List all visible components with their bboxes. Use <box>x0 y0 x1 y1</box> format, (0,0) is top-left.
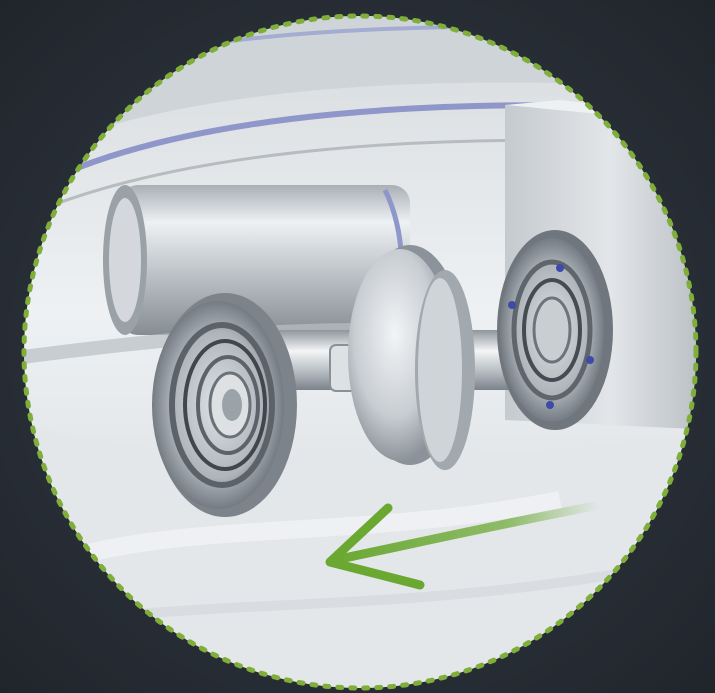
direction-arrow-icon <box>325 500 605 590</box>
dotted-circle-frame <box>21 13 699 691</box>
